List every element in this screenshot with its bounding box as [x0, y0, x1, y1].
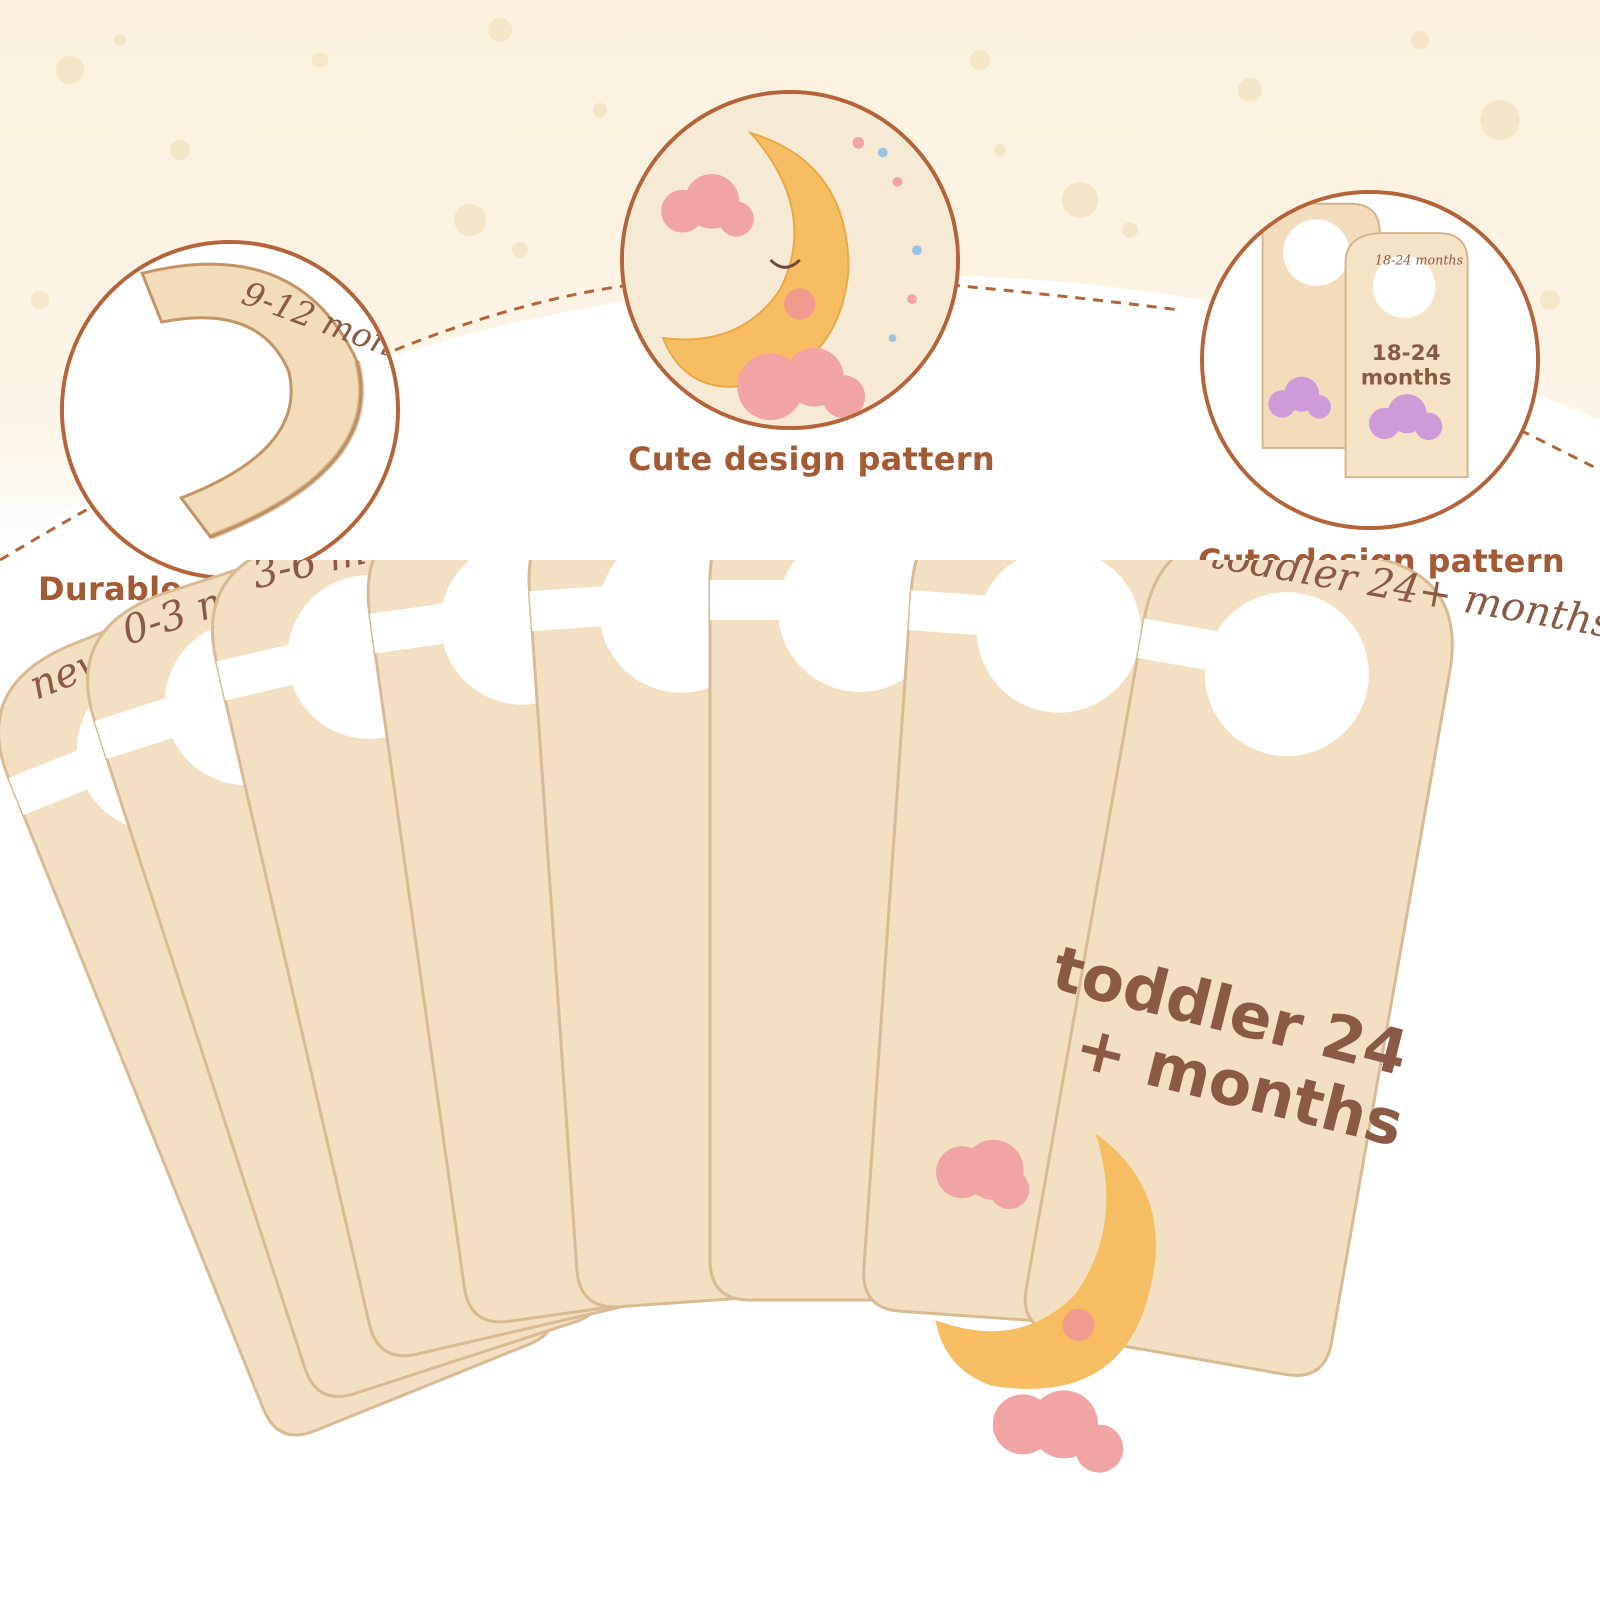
cloud-icon — [989, 1169, 1030, 1210]
cloud-icon — [1075, 1424, 1124, 1473]
cloud-icon — [1369, 394, 1443, 441]
caption-cute-design-1: Cute design pattern — [628, 440, 995, 478]
hanger-stack: newborn0-3 months3-6 months6-9 months9-1… — [0, 560, 1600, 1473]
hanger-slot — [1137, 618, 1224, 672]
hanger-hole — [976, 560, 1141, 713]
hanger-slot — [94, 696, 184, 760]
moon-icon — [935, 1133, 1156, 1389]
hanger-slot — [369, 602, 455, 654]
feature-tag-design: 18-24 months 18-24 months — [1200, 190, 1540, 530]
moon-cheek — [1062, 1308, 1095, 1341]
feature-wood-detail: 9-12 months — [60, 240, 400, 580]
hanger-7: toddler 24+ months — [1023, 560, 1600, 1377]
hanger-slot — [529, 585, 613, 632]
hanger-hole — [778, 560, 942, 692]
feature-moon-design — [620, 90, 960, 430]
cloud-icon — [1268, 376, 1331, 419]
hanger-slot — [8, 748, 98, 816]
hanger-slot — [216, 643, 304, 701]
hanger-slot — [908, 590, 992, 636]
cloud-icon — [661, 174, 866, 421]
tag-front: 18-24 months 18-24 months — [1344, 232, 1469, 479]
svg-text:months: months — [1361, 365, 1452, 390]
svg-text:18-24: 18-24 — [1372, 341, 1441, 366]
moon-icon — [661, 131, 850, 388]
hanger-slot — [710, 580, 790, 620]
hanger-hole — [1204, 592, 1369, 757]
svg-text:18-24 months: 18-24 months — [1375, 252, 1464, 267]
star-icon — [852, 136, 917, 304]
